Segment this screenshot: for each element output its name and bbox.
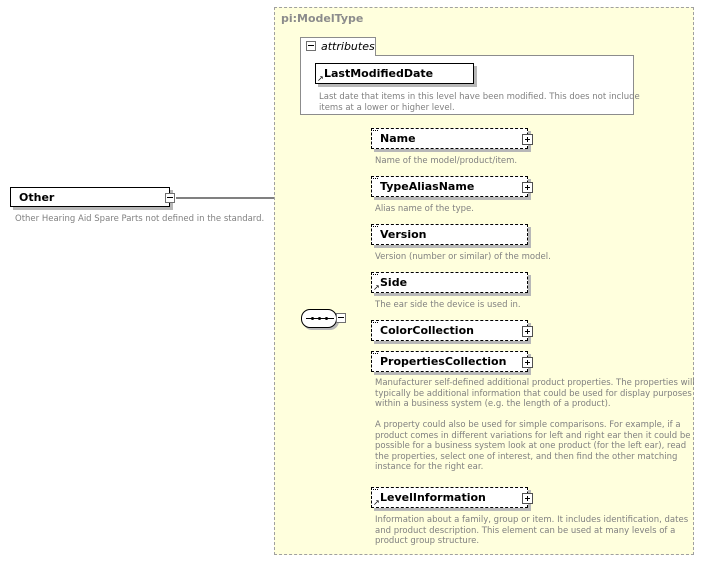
expand-button[interactable] — [522, 326, 533, 337]
element-label: Version — [380, 228, 427, 241]
root-collapse-button[interactable] — [165, 193, 175, 203]
root-element-description: Other Hearing Aid Spare Parts not define… — [15, 214, 265, 224]
element-label: ColorCollection — [380, 324, 474, 337]
element-label: PropertiesCollection — [380, 355, 507, 368]
attributes-collapse-button[interactable] — [306, 41, 316, 51]
element-description: Manufacturer self-defined additional pro… — [375, 378, 695, 472]
reference-arrow-icon: ↗ — [317, 74, 324, 83]
attribute-label: LastModifiedDate — [324, 67, 434, 80]
element-label: Side — [380, 276, 408, 289]
root-element-other[interactable]: Other — [10, 187, 170, 207]
element-description: Name of the model/product/item. — [375, 156, 518, 166]
element-version[interactable]: Version — [371, 224, 528, 245]
element-label: LevelInformation — [380, 491, 486, 504]
root-element-label: Other — [19, 191, 55, 204]
element-side[interactable]: ↗ Side — [371, 272, 528, 293]
element-label: Name — [380, 132, 416, 145]
element-description: The ear side the device is used in. — [375, 300, 521, 310]
expand-button[interactable] — [522, 493, 533, 504]
expand-button[interactable] — [522, 357, 533, 368]
model-type-title: pi:ModelType — [281, 12, 364, 25]
element-description: Alias name of the type. — [375, 204, 474, 214]
reference-arrow-icon: ↗ — [373, 498, 380, 507]
element-description: Version (number or similar) of the model… — [375, 252, 551, 262]
element-properties-collection[interactable]: PropertiesCollection — [371, 351, 528, 372]
sequence-compositor[interactable] — [301, 309, 337, 328]
element-color-collection[interactable]: ColorCollection — [371, 320, 528, 341]
expand-button[interactable] — [522, 134, 533, 145]
sequence-collapse-button[interactable] — [336, 313, 346, 323]
attributes-tab[interactable] — [300, 37, 376, 56]
element-level-information[interactable]: ↗ LevelInformation — [371, 487, 528, 508]
element-description: Information about a family, group or ite… — [375, 515, 689, 546]
reference-arrow-icon: ↗ — [373, 283, 380, 292]
element-type-alias-name[interactable]: TypeAliasName — [371, 176, 528, 197]
attribute-last-modified-date[interactable]: ↗ LastModifiedDate — [315, 63, 474, 84]
attribute-description: Last date that items in this level have … — [319, 92, 640, 113]
element-label: TypeAliasName — [380, 180, 475, 193]
attributes-label: attributes — [321, 40, 375, 53]
element-name[interactable]: Name — [371, 128, 528, 149]
sequence-icon — [306, 317, 334, 320]
expand-button[interactable] — [522, 182, 533, 193]
